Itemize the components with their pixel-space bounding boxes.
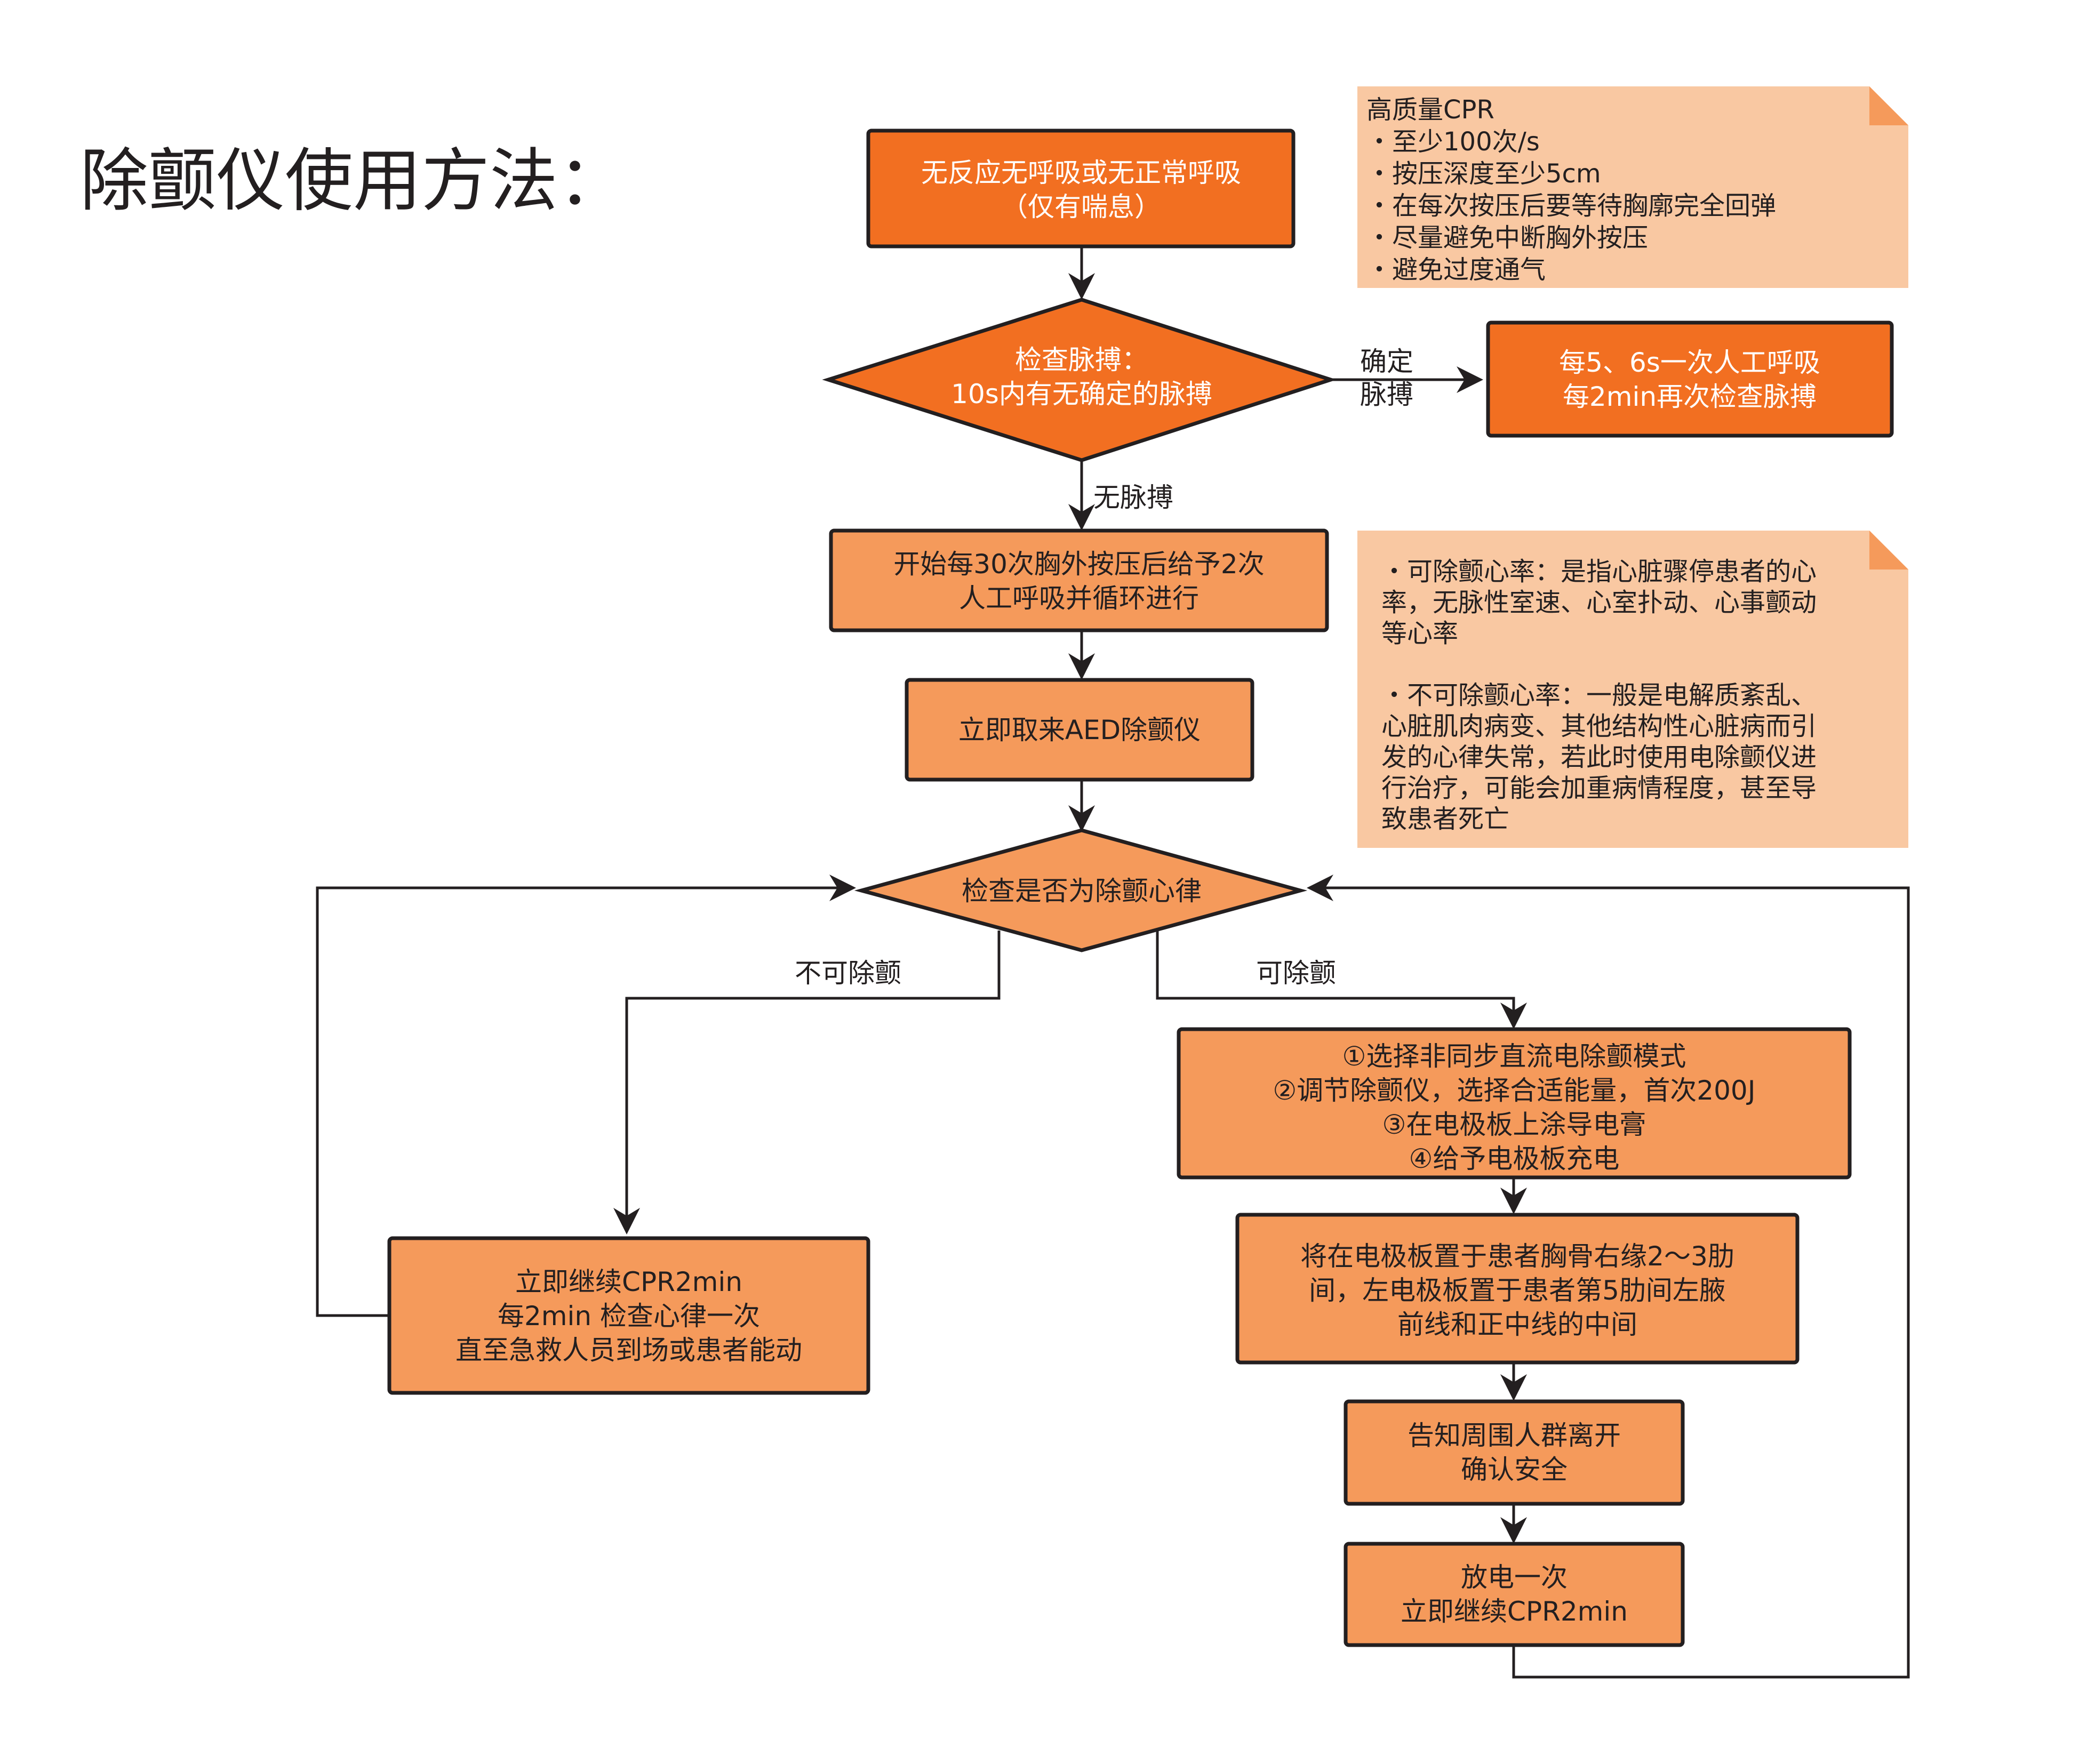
svg-text:②调节除颤仪，选择合适能量，首次200J: ②调节除颤仪，选择合适能量，首次200J [1273,1075,1755,1106]
edge-rhythm-shockable [1156,931,1527,1029]
label-shockable: 可除颤 [1256,958,1336,989]
svg-text:每2min再次检查脉搏: 每2min再次检查脉搏 [1563,381,1817,412]
svg-text:心脏肌肉病变、其他结构性心脏病而引: 心脏肌肉病变、其他结构性心脏病而引 [1381,711,1817,741]
svg-text:（仅有喘息）: （仅有喘息） [1001,191,1161,222]
svg-text:行治疗，可能会加重病情程度，甚至导: 行治疗，可能会加重病情程度，甚至导 [1381,773,1817,803]
svg-text:立即取来AED除颤仪: 立即取来AED除颤仪 [958,715,1201,745]
svg-text:10s内有无确定的脉搏: 10s内有无确定的脉搏 [951,379,1212,410]
svg-text:将在电极板置于患者胸骨右缘2～3肋: 将在电极板置于患者胸骨右缘2～3肋 [1300,1241,1734,1272]
node-start: 无反应无呼吸或无正常呼吸 （仅有喘息） [866,129,1296,248]
svg-text:间，左电极板置于患者第5肋间左腋: 间，左电极板置于患者第5肋间左腋 [1309,1275,1726,1306]
svg-text:率，无脉性室速、心室扑动、心事颤动: 率，无脉性室速、心室扑动、心事颤动 [1381,588,1817,618]
node-setup: ①选择非同步直流电除颤模式 ②调节除颤仪，选择合适能量，首次200J ③在电极板… [1177,1027,1852,1180]
svg-text:③在电极板上涂导电膏: ③在电极板上涂导电膏 [1382,1109,1646,1140]
svg-text:・不可除颤心率：一般是电解质紊乱、: ・不可除颤心率：一般是电解质紊乱、 [1381,680,1817,710]
svg-text:发的心律失常，若此时使用电除颤仪进: 发的心律失常，若此时使用电除颤仪进 [1381,742,1817,772]
edge-rhythm-non-shockable [613,931,1001,1234]
connectors [316,246,1910,1679]
node-get-aed: 立即取来AED除颤仪 [905,678,1254,782]
svg-text:④给予电极板充电: ④给予电极板充电 [1409,1143,1620,1174]
edge-labels: 确定 脉搏 无脉搏 不可除颤 可除颤 [795,346,1413,989]
node-check-pulse: 检查脉搏： 10s内有无确定的脉搏 [822,298,1337,462]
label-pulse-no: 无脉搏 [1093,482,1173,513]
svg-text:前线和正中线的中间: 前线和正中线的中间 [1397,1309,1637,1340]
node-check-rhythm: 检查是否为除颤心律 [854,828,1308,952]
svg-text:等心率: 等心率 [1381,619,1458,648]
edge-continue-loop-back [316,875,856,1317]
svg-text:・按压深度至少5cm: ・按压深度至少5cm [1366,159,1601,189]
svg-text:确认安全: 确认安全 [1461,1454,1568,1485]
svg-text:人工呼吸并循环进行: 人工呼吸并循环进行 [959,583,1199,614]
svg-text:无反应无呼吸或无正常呼吸: 无反应无呼吸或无正常呼吸 [921,157,1241,188]
svg-text:立即继续CPR2min: 立即继续CPR2min [515,1266,742,1297]
label-pulse-yes-1: 确定 [1360,346,1413,377]
svg-text:①选择非同步直流电除颤模式: ①选择非同步直流电除颤模式 [1342,1041,1686,1072]
svg-text:开始每30次胸外按压后给予2次: 开始每30次胸外按压后给予2次 [893,549,1264,580]
svg-text:检查是否为除颤心律: 检查是否为除颤心律 [962,876,1202,907]
svg-text:・尽量避免中断胸外按压: ・尽量避免中断胸外按压 [1366,223,1648,253]
svg-text:・避免过度通气: ・避免过度通气 [1366,255,1546,285]
svg-text:告知周围人群离开: 告知周围人群离开 [1408,1420,1621,1451]
svg-text:・在每次按压后要等待胸廓完全回弹: ・在每次按压后要等待胸廓完全回弹 [1366,191,1776,221]
label-non-shockable: 不可除颤 [795,958,901,989]
note-cpr-quality: 高质量CPR ・至少100次/s ・按压深度至少5cm ・在每次按压后要等待胸廓… [1357,86,1908,288]
svg-text:高质量CPR: 高质量CPR [1366,95,1494,125]
svg-text:・至少100次/s: ・至少100次/s [1366,127,1540,157]
page-title: 除颤仪使用方法： [80,141,627,221]
svg-text:致患者死亡: 致患者死亡 [1381,804,1509,834]
svg-text:・可除颤心率：是指心脏骤停患者的心: ・可除颤心率：是指心脏骤停患者的心 [1381,557,1817,587]
label-pulse-yes-2: 脉搏 [1360,379,1413,410]
svg-text:检查脉搏：: 检查脉搏： [1015,344,1148,375]
svg-text:每2min 检查心律一次: 每2min 检查心律一次 [498,1301,760,1332]
node-clear: 告知周围人群离开 确认安全 [1344,1399,1685,1506]
svg-text:直至急救人员到场或患者能动: 直至急救人员到场或患者能动 [455,1335,802,1366]
node-shock: 放电一次 立即继续CPR2min [1344,1542,1685,1647]
svg-text:每5、6s一次人工呼吸: 每5、6s一次人工呼吸 [1559,347,1820,378]
svg-text:放电一次: 放电一次 [1461,1562,1568,1593]
node-rescue-breath: 每5、6s一次人工呼吸 每2min再次检查脉搏 [1486,320,1894,438]
edge-shock-loop-back [1307,875,1910,1679]
note-rhythm-info: ・可除颤心率：是指心脏骤停患者的心 率，无脉性室速、心室扑动、心事颤动 等心率 … [1357,531,1908,848]
node-pads: 将在电极板置于患者胸骨右缘2～3肋 间，左电极板置于患者第5肋间左腋 前线和正中… [1235,1213,1800,1365]
node-continue-cpr: 立即继续CPR2min 每2min 检查心律一次 直至急救人员到场或患者能动 [387,1236,870,1395]
node-cpr-cycle: 开始每30次胸外按压后给予2次 人工呼吸并循环进行 [829,528,1329,632]
svg-text:立即继续CPR2min: 立即继续CPR2min [1401,1596,1628,1627]
